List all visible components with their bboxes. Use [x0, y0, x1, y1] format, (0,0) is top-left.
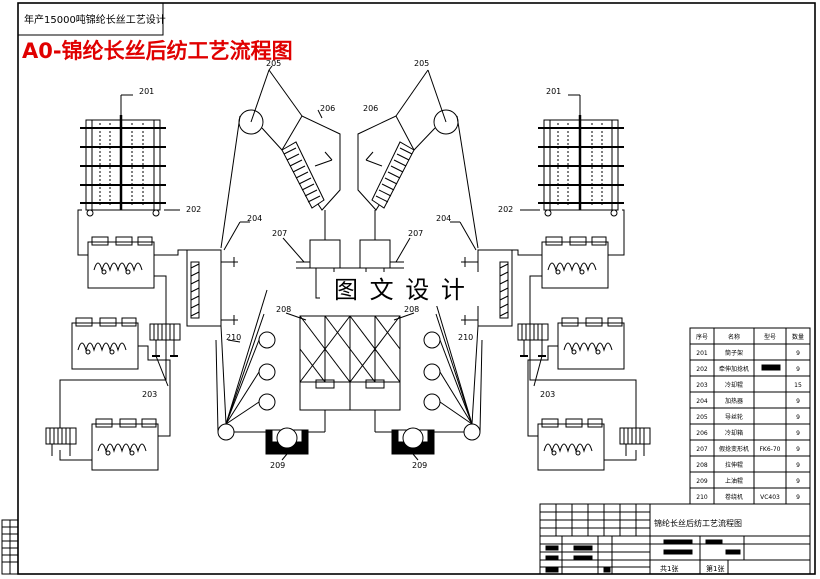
parts-table-cell: 卷绕机 — [725, 493, 743, 501]
label-204-left: 204 — [247, 214, 262, 223]
label-209-left: 209 — [270, 461, 285, 470]
cooling-roll-right — [517, 323, 549, 357]
label-201-right: 201 — [546, 87, 561, 96]
parts-table-cell: 9 — [796, 414, 800, 421]
draw-roll-block — [299, 315, 401, 432]
title-block-sheets-total: 共1张 — [660, 564, 678, 573]
parts-table-cell: 9 — [796, 494, 800, 501]
label-202-left: 202 — [186, 205, 201, 214]
title-block-drawing-name: 锦纶长丝后纺工艺流程图 — [654, 518, 742, 528]
label-209-right: 209 — [412, 461, 427, 470]
cooling-roll-left — [149, 323, 181, 357]
watermark-text: 图 文 设 计 — [334, 276, 467, 304]
header-box-text: 年产15000吨锦纶长丝工艺设计 — [24, 13, 166, 26]
parts-table-cell: 冷却辊 — [725, 381, 743, 389]
oiling-roll-right — [391, 427, 435, 455]
parts-table-header: 序号 — [696, 333, 708, 341]
parts-table-cell: 上油辊 — [725, 477, 743, 485]
parts-table-cell: 9 — [796, 350, 800, 357]
creel-left — [80, 115, 166, 217]
parts-table-cell: 209 — [696, 478, 708, 485]
label-203-right: 203 — [540, 390, 555, 399]
label-206-left: 206 — [320, 104, 335, 113]
label-210-right: 210 — [458, 333, 473, 342]
parts-table-cell: 207 — [696, 446, 708, 453]
draw-twister-right-2 — [557, 317, 625, 370]
parts-table-cell: 201 — [696, 350, 708, 357]
parts-table-header: 名称 — [728, 333, 740, 341]
cooling-box-left — [281, 115, 341, 211]
title-block-sheet-no: 第1张 — [706, 564, 724, 573]
label-207-right: 207 — [408, 229, 423, 238]
header-box — [17, 2, 164, 36]
draw-twister-left-2 — [71, 317, 139, 370]
label-208-right: 208 — [404, 305, 419, 314]
godet-left — [220, 69, 303, 249]
parts-table-cell: 假捻变形机 — [719, 445, 749, 453]
parts-table-cell: 9 — [796, 462, 800, 469]
redacted-model-202 — [761, 364, 781, 371]
parts-table-cell: 9 — [796, 366, 800, 373]
parts-table-header: 数量 — [792, 333, 804, 341]
watermark-backdrop — [320, 272, 496, 306]
cooling-roll-left-lower — [45, 427, 77, 456]
diagram-title: A0-锦纶长丝后纺工艺流程图 — [22, 39, 293, 63]
title-block — [539, 503, 811, 575]
parts-table-cell: 9 — [796, 430, 800, 437]
parts-table-cell: FK6-70 — [759, 446, 780, 453]
drawing-border — [17, 2, 816, 575]
label-203-left: 203 — [142, 390, 157, 399]
heater-left — [186, 249, 238, 327]
winder-right — [375, 289, 483, 441]
parts-table-cell: 冷却箱 — [725, 429, 743, 437]
parts-table-cell: 204 — [696, 398, 708, 405]
label-202-right: 202 — [498, 205, 513, 214]
parts-table-cell: 206 — [696, 430, 708, 437]
parts-table-cell: 205 — [696, 414, 708, 421]
draw-twister-right-1 — [541, 236, 609, 289]
parts-table-cell: 加热器 — [725, 397, 743, 405]
parts-table-cell: 15 — [794, 382, 802, 389]
label-205-left: 205 — [266, 59, 281, 68]
label-205-right: 205 — [414, 59, 429, 68]
parts-table-cell: 导丝轮 — [725, 413, 743, 421]
draw-twister-left-3 — [91, 418, 159, 471]
cooling-roll-right-lower — [619, 427, 651, 456]
label-206-right: 206 — [363, 104, 378, 113]
label-208-left: 208 — [276, 305, 291, 314]
parts-table-cell: 9 — [796, 478, 800, 485]
parts-table-cell: 203 — [696, 382, 708, 389]
cooling-box-right — [357, 115, 415, 211]
creel-right — [538, 115, 624, 217]
label-201-left: 201 — [139, 87, 154, 96]
label-207-left: 207 — [272, 229, 287, 238]
parts-table-cell: 筒子架 — [725, 349, 743, 357]
parts-table-cell: 202 — [696, 366, 708, 373]
parts-table-cell: 208 — [696, 462, 708, 469]
parts-table — [689, 327, 811, 505]
parts-table-cell: 9 — [796, 398, 800, 405]
draw-twister-right-3 — [537, 418, 605, 471]
parts-table-cell: VC403 — [760, 494, 780, 501]
label-210-left: 210 — [226, 333, 241, 342]
parts-table-cell: 210 — [696, 494, 708, 501]
godet-right — [395, 69, 479, 249]
parts-table-header: 型号 — [764, 333, 776, 341]
oiling-roll-left — [265, 427, 309, 455]
label-204-right: 204 — [436, 214, 451, 223]
draw-twister-left-1 — [87, 236, 155, 289]
parts-table-cell: 9 — [796, 446, 800, 453]
winder-left — [215, 289, 325, 441]
parts-table-cell: 牵伸加捻机 — [719, 365, 749, 373]
parts-table-cell: 拉伸辊 — [725, 461, 743, 469]
